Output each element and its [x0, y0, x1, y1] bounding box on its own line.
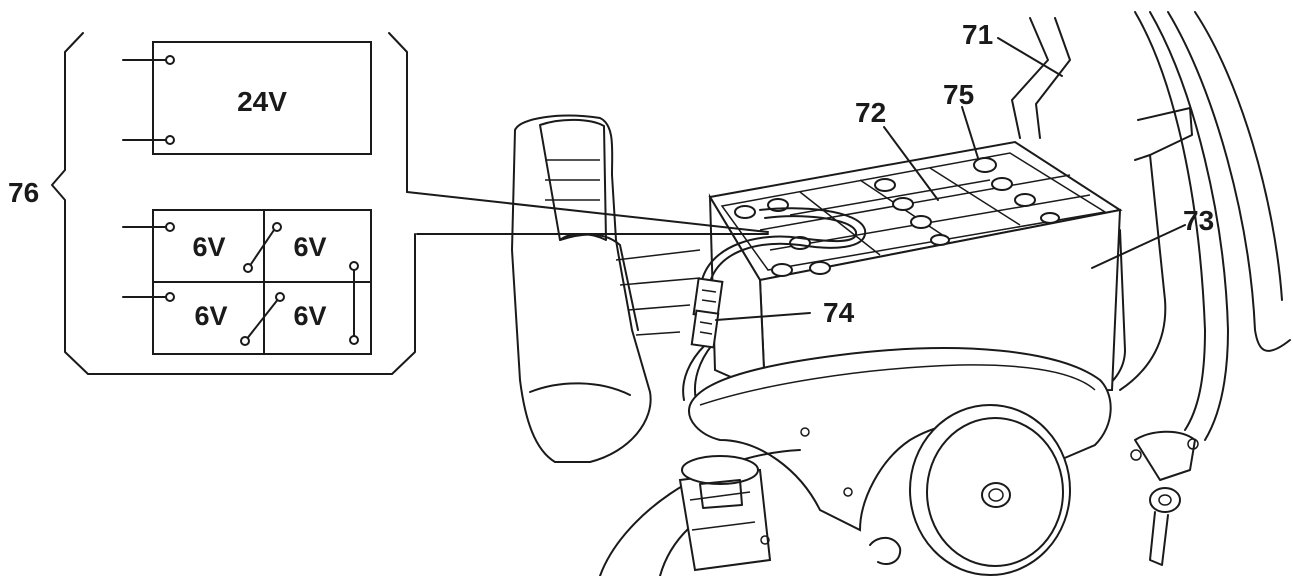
brush-deck [599, 449, 902, 576]
cell-label-3: 6V [194, 301, 227, 331]
leader-lines [715, 37, 1186, 321]
callout-75: 75 [943, 79, 974, 110]
battery-connector [690, 277, 724, 349]
squeegee-hardware [1130, 430, 1199, 566]
cell-label-1: 6V [192, 232, 225, 262]
zoom-lines [406, 191, 769, 235]
pack-24v [122, 41, 372, 155]
frame-structure [1011, 11, 1291, 441]
callout-74: 74 [823, 297, 855, 328]
hood-cover [511, 114, 652, 463]
callout-72: 72 [855, 97, 886, 128]
inset-frame [51, 32, 416, 375]
rear-wheel [909, 404, 1071, 576]
cell-label-2: 6V [293, 232, 326, 262]
callout-71: 71 [962, 19, 993, 50]
cell-grid [122, 209, 372, 355]
callout-73: 73 [1183, 205, 1214, 236]
labels: 24V 6V 6V 6V 6V 76 71 72 75 73 74 [8, 19, 1214, 331]
battery-box [708, 140, 1123, 394]
tray-floor-lines [615, 249, 701, 336]
battery-cable [682, 207, 867, 401]
pack-voltage-label: 24V [237, 86, 287, 117]
wiring-inset [51, 32, 416, 375]
machine-illustration [511, 11, 1291, 576]
callout-76: 76 [8, 177, 39, 208]
cell-label-4: 6V [293, 301, 326, 331]
